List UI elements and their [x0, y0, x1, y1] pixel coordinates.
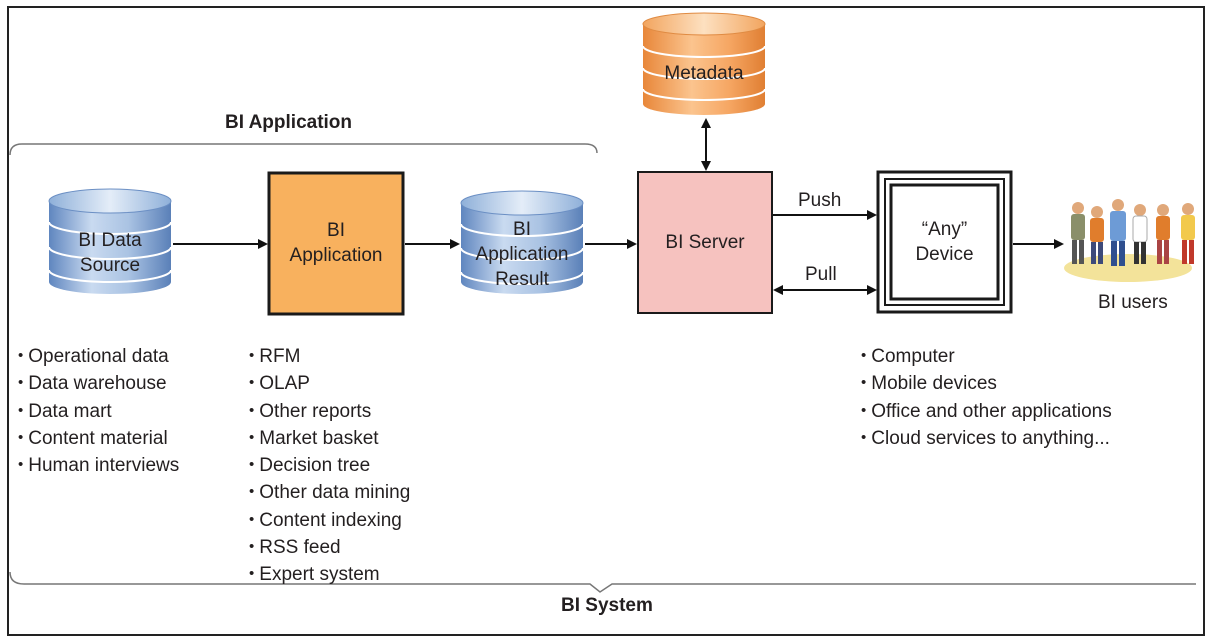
list-item: Mobile devices — [861, 370, 1112, 397]
bi-data-source-label: BI Data Source — [78, 230, 142, 276]
bi-application-label: BI Application — [289, 220, 383, 266]
bi-system-label: BI System — [561, 595, 653, 616]
bi-system-bracket — [9, 571, 1196, 593]
list-item: Computer — [861, 343, 1112, 370]
bi-server-box — [637, 171, 773, 314]
metadata-cylinder — [642, 12, 766, 115]
bi-application-result-cylinder — [460, 190, 584, 294]
list-item: RSS feed — [249, 534, 410, 561]
devices-list: ComputerMobile devicesOffice and other a… — [861, 343, 1112, 452]
list-item: Other data mining — [249, 479, 410, 506]
list-item: Human interviews — [18, 452, 179, 479]
list-item: RFM — [249, 343, 410, 370]
bi-server-label: BI Server — [665, 232, 745, 253]
applications-list: RFMOLAPOther reportsMarket basketDecisio… — [249, 343, 410, 589]
list-item: Operational data — [18, 343, 179, 370]
push-label: Push — [798, 190, 842, 211]
any-device-label: “Any” Device — [915, 219, 974, 265]
data-sources-list: Operational dataData warehouseData martC… — [18, 343, 179, 479]
pull-label: Pull — [805, 264, 837, 285]
bi-data-source-cylinder — [48, 188, 172, 294]
bi-users-label: BI users — [1098, 292, 1168, 313]
list-item: Data warehouse — [18, 370, 179, 397]
list-item: Content material — [18, 425, 179, 452]
bi-application-group-label: BI Application — [225, 112, 353, 133]
list-item: Expert system — [249, 561, 410, 588]
bi-application-bracket — [9, 143, 598, 156]
list-item: Cloud services to anything... — [861, 425, 1112, 452]
list-item: Content indexing — [249, 507, 410, 534]
list-item: OLAP — [249, 370, 410, 397]
bi-users-illustration — [1064, 199, 1195, 282]
list-item: Office and other applications — [861, 398, 1111, 425]
bi-application-box — [267, 171, 405, 316]
bi-application-result-label: BI Application Result — [475, 219, 569, 290]
list-item: Decision tree — [249, 452, 410, 479]
list-item: Market basket — [249, 425, 410, 452]
list-item: Data mart — [18, 398, 179, 425]
list-item: Other reports — [249, 398, 410, 425]
metadata-label: Metadata — [664, 63, 744, 84]
any-device-box — [876, 170, 1013, 314]
bi-system-diagram — [9, 12, 1196, 593]
